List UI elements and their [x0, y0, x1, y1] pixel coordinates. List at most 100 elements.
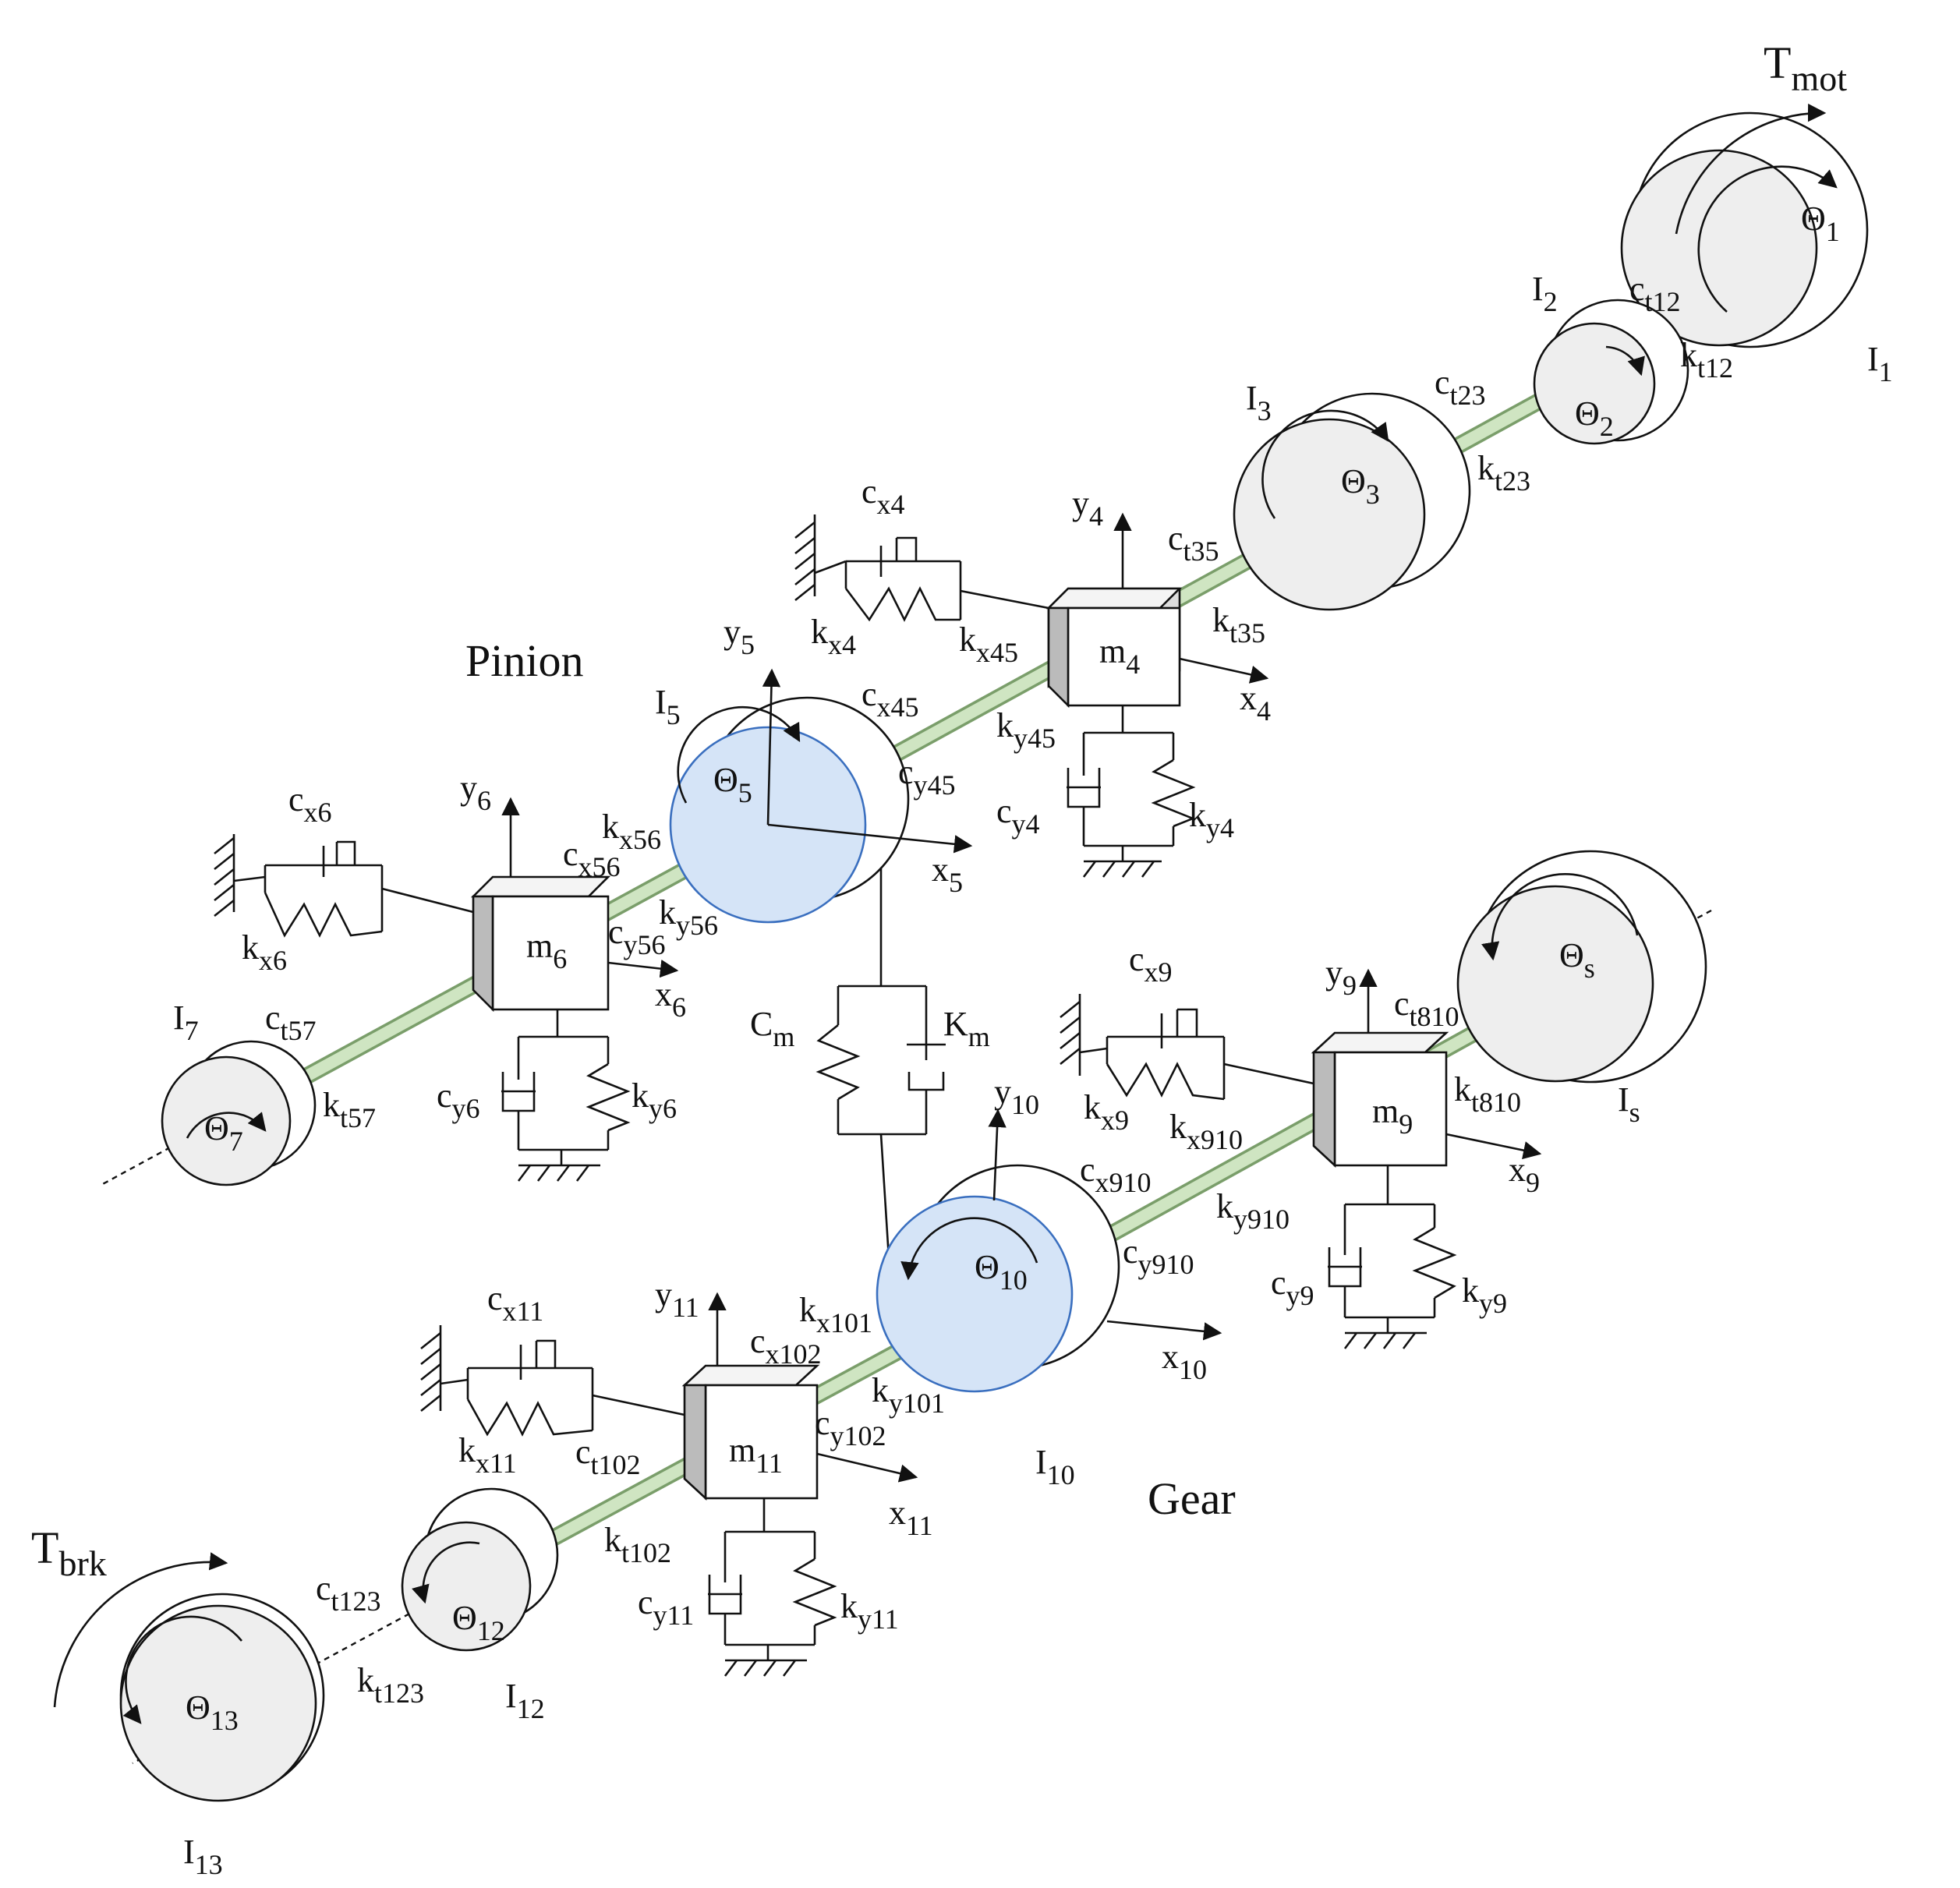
label-subscript: 9	[1526, 1167, 1540, 1198]
label-base: m	[1099, 632, 1126, 670]
label-subscript: 6	[553, 943, 567, 974]
label-subscript: t102	[591, 1449, 641, 1480]
label-subscript: x11	[476, 1448, 517, 1479]
label-kt35: kt35	[1212, 601, 1265, 649]
label-subscript: x56	[578, 851, 621, 882]
torque-base: T	[1764, 37, 1791, 88]
label-base: Θ	[1341, 462, 1366, 500]
label-i2: I2	[1532, 270, 1558, 317]
label-subscript: 9	[1399, 1108, 1413, 1140]
label-subscript: x102	[766, 1338, 822, 1370]
label-kt12: kt12	[1680, 336, 1733, 384]
support-x-11	[420, 1325, 685, 1437]
torque-base: T	[31, 1522, 58, 1573]
label-base: k	[1169, 1108, 1187, 1146]
label-subscript: 2	[1600, 411, 1614, 442]
label-subscript: y11	[858, 1603, 899, 1635]
label-cx56: cx56	[563, 835, 621, 882]
label-base: k	[458, 1431, 476, 1469]
label-kx4: kx4	[811, 613, 856, 660]
label-ky910: ky910	[1216, 1187, 1290, 1235]
label-subscript: t23	[1495, 465, 1530, 497]
label-subscript: y6	[452, 1093, 480, 1124]
label-subscript: t123	[331, 1586, 381, 1617]
label-subscript: 10	[1011, 1089, 1039, 1120]
label-base: k	[1212, 601, 1229, 639]
label-base: m	[526, 927, 553, 965]
label-subscript: x4	[828, 629, 856, 660]
label-subscript: 13	[211, 1705, 239, 1736]
label-base: k	[323, 1086, 340, 1124]
label-subscript: y56	[676, 910, 718, 941]
label-ky101: ky101	[872, 1371, 945, 1419]
label-i12: I12	[505, 1677, 545, 1724]
label-x9: x9	[1509, 1151, 1540, 1198]
mass-block-11	[681, 1364, 820, 1501]
labels-layer: I1I2I3I5I7IsI10I12I13Θ1Θ2Θ3Θ5Θ7ΘsΘ10Θ12Θ…	[31, 37, 1893, 1880]
label-subscript: 11	[755, 1448, 783, 1479]
label-subscript: 3	[1366, 479, 1380, 510]
label-base: c	[1168, 519, 1183, 557]
label-base: c	[861, 472, 877, 511]
label-subscript: x6	[259, 945, 287, 976]
label-base: c	[575, 1433, 591, 1471]
label-base: x	[889, 1494, 906, 1532]
label-ct23: ct23	[1435, 363, 1486, 411]
label-ct35: ct35	[1168, 519, 1219, 567]
label-subscript: x4	[877, 489, 905, 520]
label-base: I	[1532, 270, 1544, 308]
label-base: c	[638, 1583, 653, 1621]
label-base: k	[1189, 796, 1206, 834]
coordinate-axes	[501, 512, 1542, 1483]
label-base: k	[1084, 1088, 1101, 1126]
label-base: y	[460, 769, 477, 807]
label-subscript: 4	[1126, 649, 1140, 680]
label-m6: m6	[526, 927, 567, 974]
label-base: c	[265, 999, 281, 1037]
label-subscript: t810	[1471, 1087, 1521, 1118]
label-base: I	[655, 683, 667, 721]
pinion-label: Pinion	[465, 635, 584, 686]
label-th13: Θ13	[186, 1688, 239, 1736]
support-x-9	[1060, 994, 1314, 1101]
label-subscript: t12	[1697, 352, 1733, 384]
label-base: Θ	[204, 1109, 229, 1147]
label-subscript: y910	[1138, 1249, 1194, 1280]
label-base: c	[1080, 1151, 1095, 1189]
mass-block-4	[1045, 587, 1183, 709]
label-i5: I5	[655, 683, 681, 730]
label-subscript: t35	[1183, 536, 1219, 567]
label-base: m	[1372, 1092, 1399, 1130]
label-base: c	[1629, 270, 1645, 308]
label-th3: Θ3	[1341, 462, 1380, 510]
label-cy11: cy11	[638, 1583, 694, 1631]
pinion-disk-5	[669, 696, 910, 924]
label-ky11: ky11	[840, 1587, 899, 1635]
brake-torque-arrow	[53, 1552, 228, 1708]
label-base: c	[1394, 985, 1410, 1023]
label-cy4: cy4	[996, 792, 1040, 840]
label-base: Θ	[186, 1688, 211, 1727]
label-base: Θ	[975, 1248, 999, 1286]
label-base: c	[437, 1077, 452, 1115]
label-kt123: kt123	[357, 1661, 424, 1709]
label-subscript: y6	[649, 1093, 677, 1124]
label-base: k	[1477, 449, 1495, 487]
label-m9: m9	[1372, 1092, 1413, 1140]
label-subscript: t123	[374, 1678, 424, 1709]
label-base: k	[799, 1291, 816, 1329]
label-kt102: kt102	[604, 1521, 671, 1568]
label-subscript: 10	[999, 1264, 1028, 1296]
label-base: Θ	[452, 1599, 477, 1637]
support-y-6	[501, 1009, 631, 1182]
label-cy56: cy56	[608, 913, 666, 960]
label-base: x	[655, 975, 672, 1013]
label-base: c	[861, 675, 877, 713]
label-subscript: y45	[914, 769, 956, 801]
label-base: I	[505, 1677, 517, 1715]
label-ct810: ct810	[1394, 985, 1459, 1032]
label-subscript: 9	[1343, 970, 1357, 1001]
label-y10: y10	[994, 1073, 1039, 1120]
label-subscript: x9	[1145, 956, 1173, 988]
